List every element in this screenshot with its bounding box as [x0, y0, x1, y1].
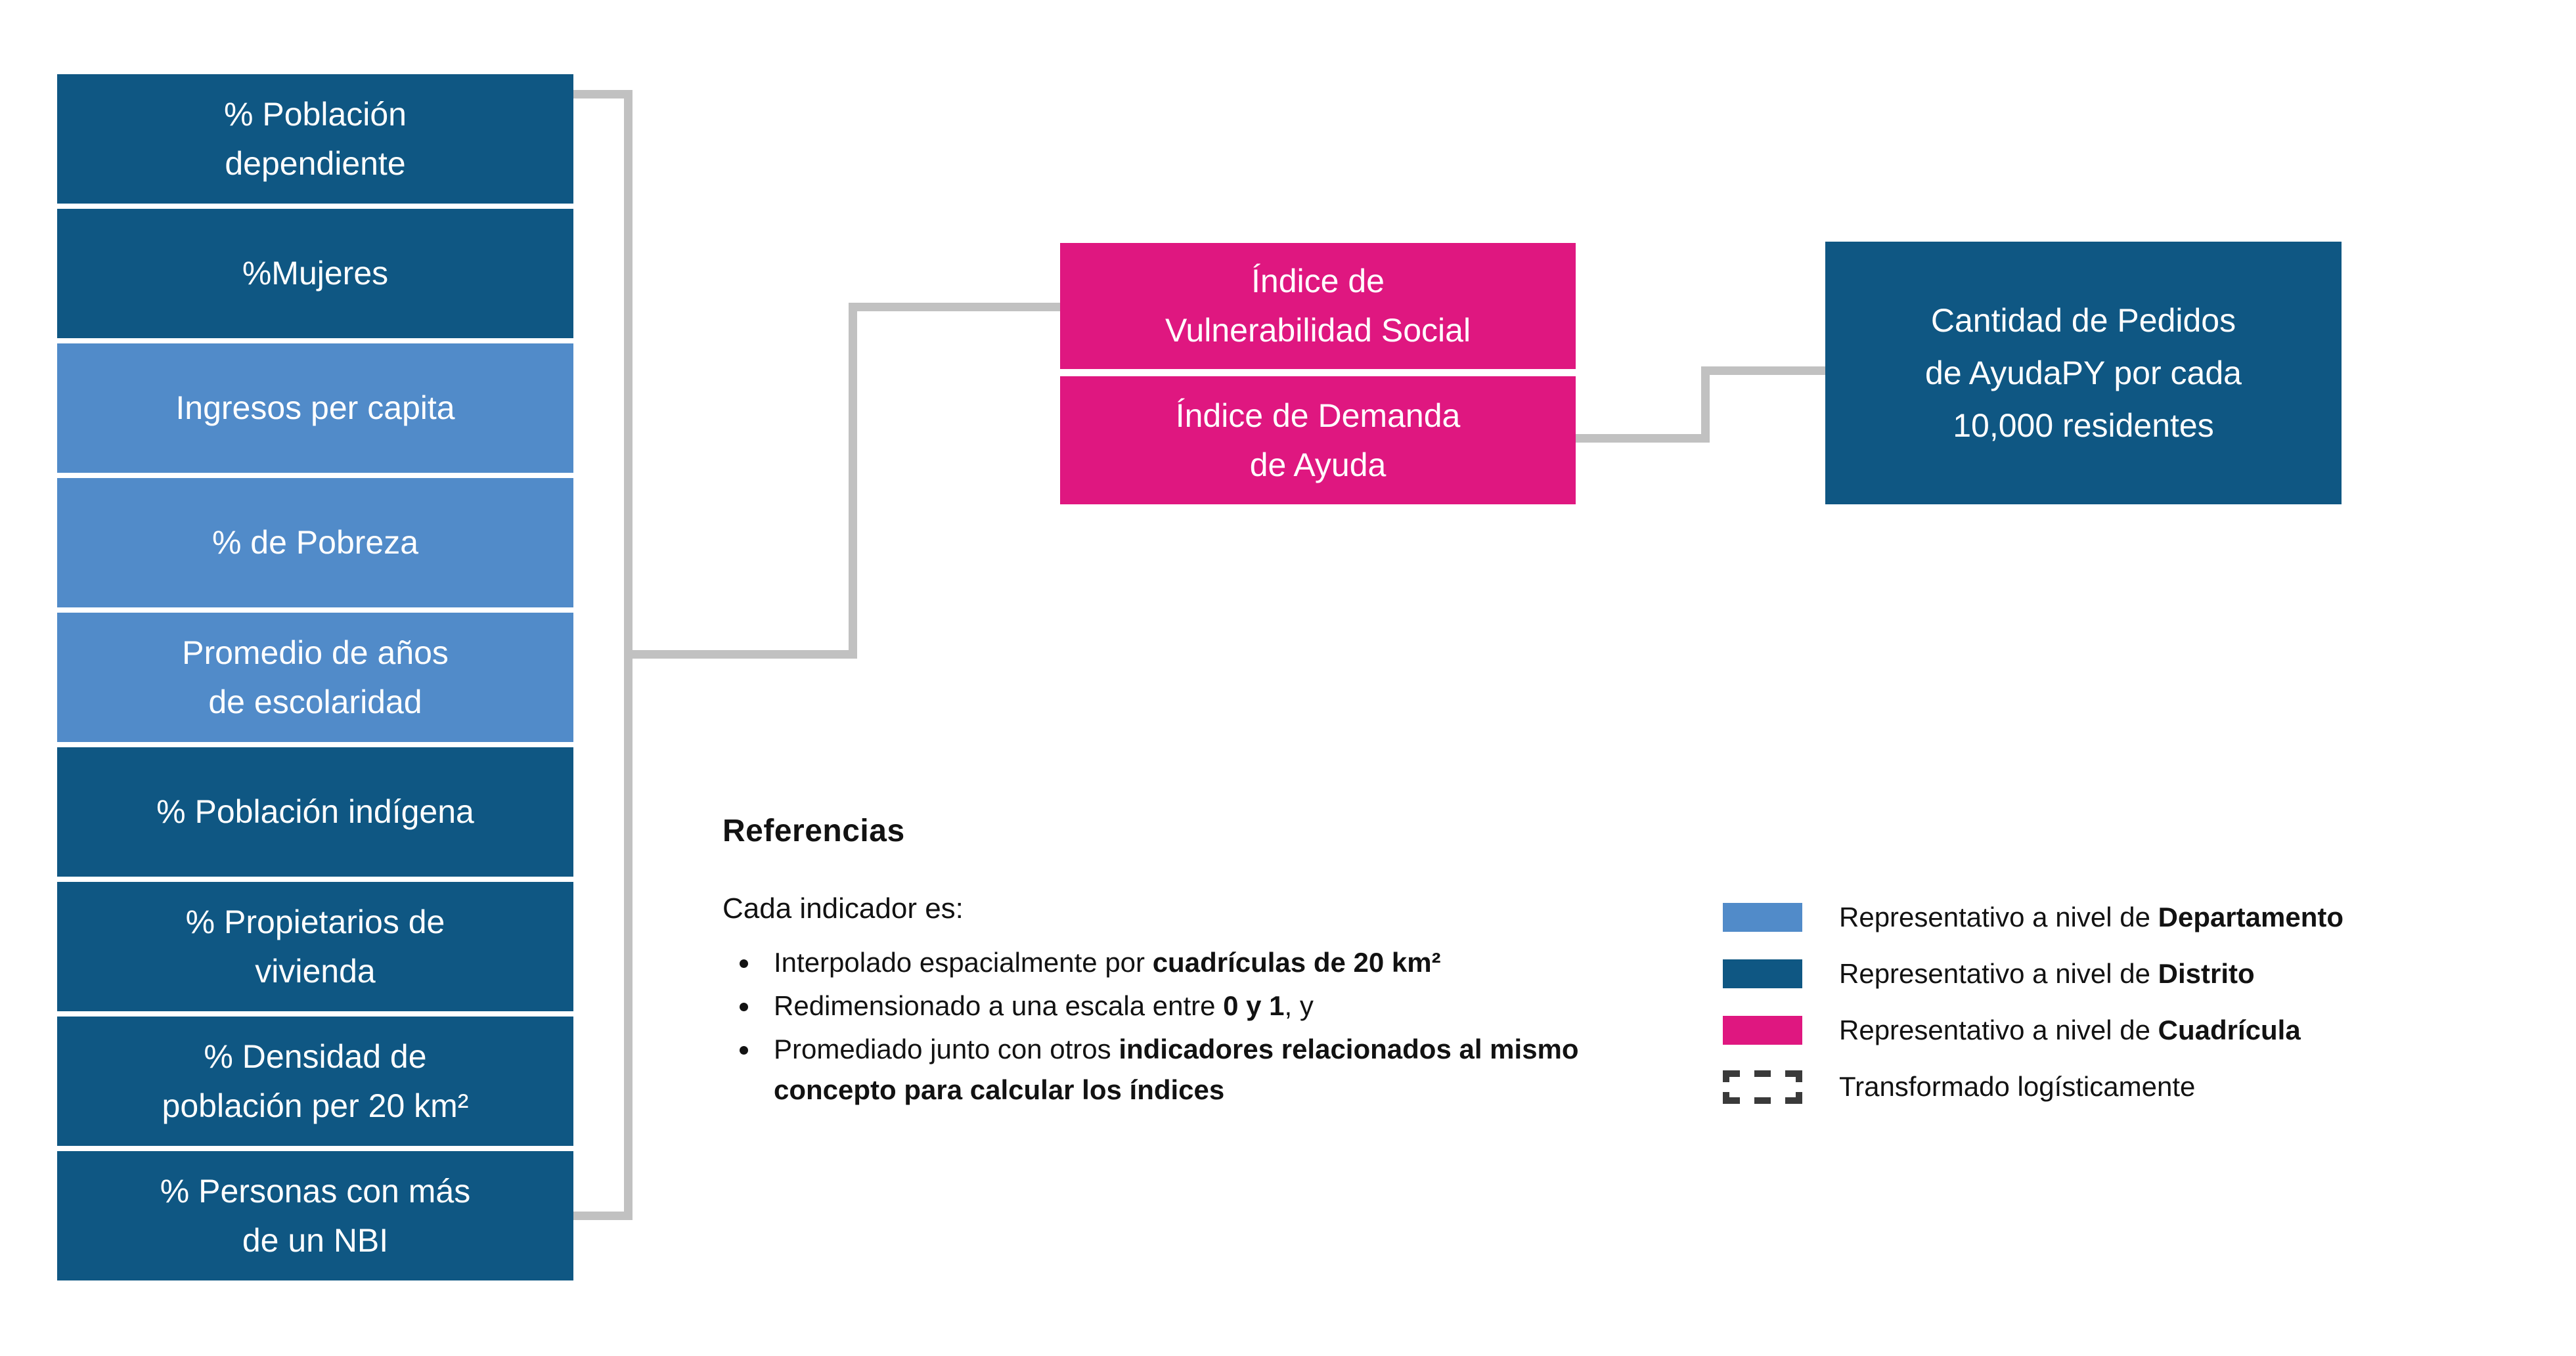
bullet-bold-text: indicadores relacionados al mismo concep…: [774, 1034, 1579, 1106]
distrito-color-swatch: [1723, 959, 1802, 988]
indicator-box-anos-escolaridad: Promedio de años de escolaridad: [57, 613, 573, 742]
indicator-box-pobreza: % de Pobreza: [57, 478, 573, 607]
referencias-bullet-redimensionado: Redimensionado a una escala entre 0 y 1,…: [761, 986, 1655, 1026]
referencias-title: Referencias: [722, 814, 905, 848]
connector-to-indices: [849, 303, 1060, 311]
legend-label-text: Representativo a nivel de: [1839, 902, 2158, 932]
connector-mid-vertical: [849, 303, 857, 659]
bullet-bold-text: 0 y 1: [1223, 990, 1285, 1022]
indicator-box-poblacion-dependiente: % Población dependiente: [57, 74, 573, 204]
referencias-list: Interpolado espacialmente por cuadrícula…: [722, 942, 1655, 1111]
connector-right-vertical: [1701, 366, 1710, 443]
legend-label-bold: Departamento: [2158, 902, 2344, 932]
legend-label-text: Representativo a nivel de: [1839, 958, 2158, 989]
connector-bottom-stub: [573, 1212, 633, 1220]
legend-label-bold: Cuadrícula: [2158, 1015, 2301, 1045]
legend-label: Representativo a nivel de Cuadrícula: [1839, 1015, 2301, 1046]
connector-from-demanda: [1576, 434, 1710, 443]
legend-label: Transformado logísticamente: [1839, 1071, 2195, 1103]
cuadricula-color-swatch: [1723, 1016, 1802, 1045]
referencias-section: Referencias Cada indicador es: Interpola…: [722, 813, 1655, 1114]
indicator-box-mujeres: %Mujeres: [57, 209, 573, 338]
bullet-text: , y: [1284, 990, 1314, 1022]
legend-label: Representativo a nivel de Departamento: [1839, 902, 2343, 933]
referencias-bullet-interpolado: Interpolado espacialmente por cuadrícula…: [761, 942, 1655, 983]
legend-row-cuadricula: Representativo a nivel de Cuadrícula: [1723, 1015, 2343, 1045]
legend-row-transformado-logisticamente: Transformado logísticamente: [1723, 1070, 2343, 1104]
indicator-box-poblacion-indigena: % Población indígena: [57, 747, 573, 877]
dashed-box-icon: [1723, 1070, 1802, 1104]
legend-label-bold: Distrito: [2158, 958, 2255, 989]
legend-label-text: Representativo a nivel de: [1839, 1015, 2158, 1045]
bullet-text: Redimensionado a una escala entre: [774, 990, 1224, 1022]
legend-label: Representativo a nivel de Distrito: [1839, 958, 2255, 990]
indicator-box-ingresos-per-capita: Ingresos per capita: [57, 343, 573, 473]
legend: Representativo a nivel de Departamento R…: [1723, 902, 2343, 1128]
outcome-box-pedidos-ayudapy: Cantidad de Pedidos de AyudaPY por cada …: [1825, 242, 2342, 504]
connector-to-outcome: [1701, 366, 1825, 375]
referencias-bullet-promediado: Promediado junto con otros indicadores r…: [761, 1029, 1655, 1110]
indicator-box-personas-nbi: % Personas con más de un NBI: [57, 1151, 573, 1280]
indicator-box-densidad-poblacion: % Densidad de población per 20 km²: [57, 1017, 573, 1146]
legend-row-departamento: Representativo a nivel de Departamento: [1723, 902, 2343, 932]
legend-row-distrito: Representativo a nivel de Distrito: [1723, 958, 2343, 990]
connector-mid-horizontal: [624, 650, 857, 659]
departamento-color-swatch: [1723, 903, 1802, 932]
legend-label-text: Transformado logísticamente: [1839, 1071, 2196, 1102]
index-box-demanda-ayuda: Índice de Demanda de Ayuda: [1060, 376, 1576, 504]
indicator-box-propietarios-vivienda: % Propietarios de vivienda: [57, 882, 573, 1011]
index-box-vulnerabilidad-social: Índice de Vulnerabilidad Social: [1060, 243, 1576, 369]
referencias-intro: Cada indicador es:: [722, 892, 964, 925]
bullet-text: Promediado junto con otros: [774, 1034, 1119, 1065]
connector-top-stub: [573, 90, 633, 98]
bullet-bold-text: cuadrículas de 20 km²: [1152, 947, 1441, 978]
bullet-text: Interpolado espacialmente por: [774, 947, 1153, 978]
